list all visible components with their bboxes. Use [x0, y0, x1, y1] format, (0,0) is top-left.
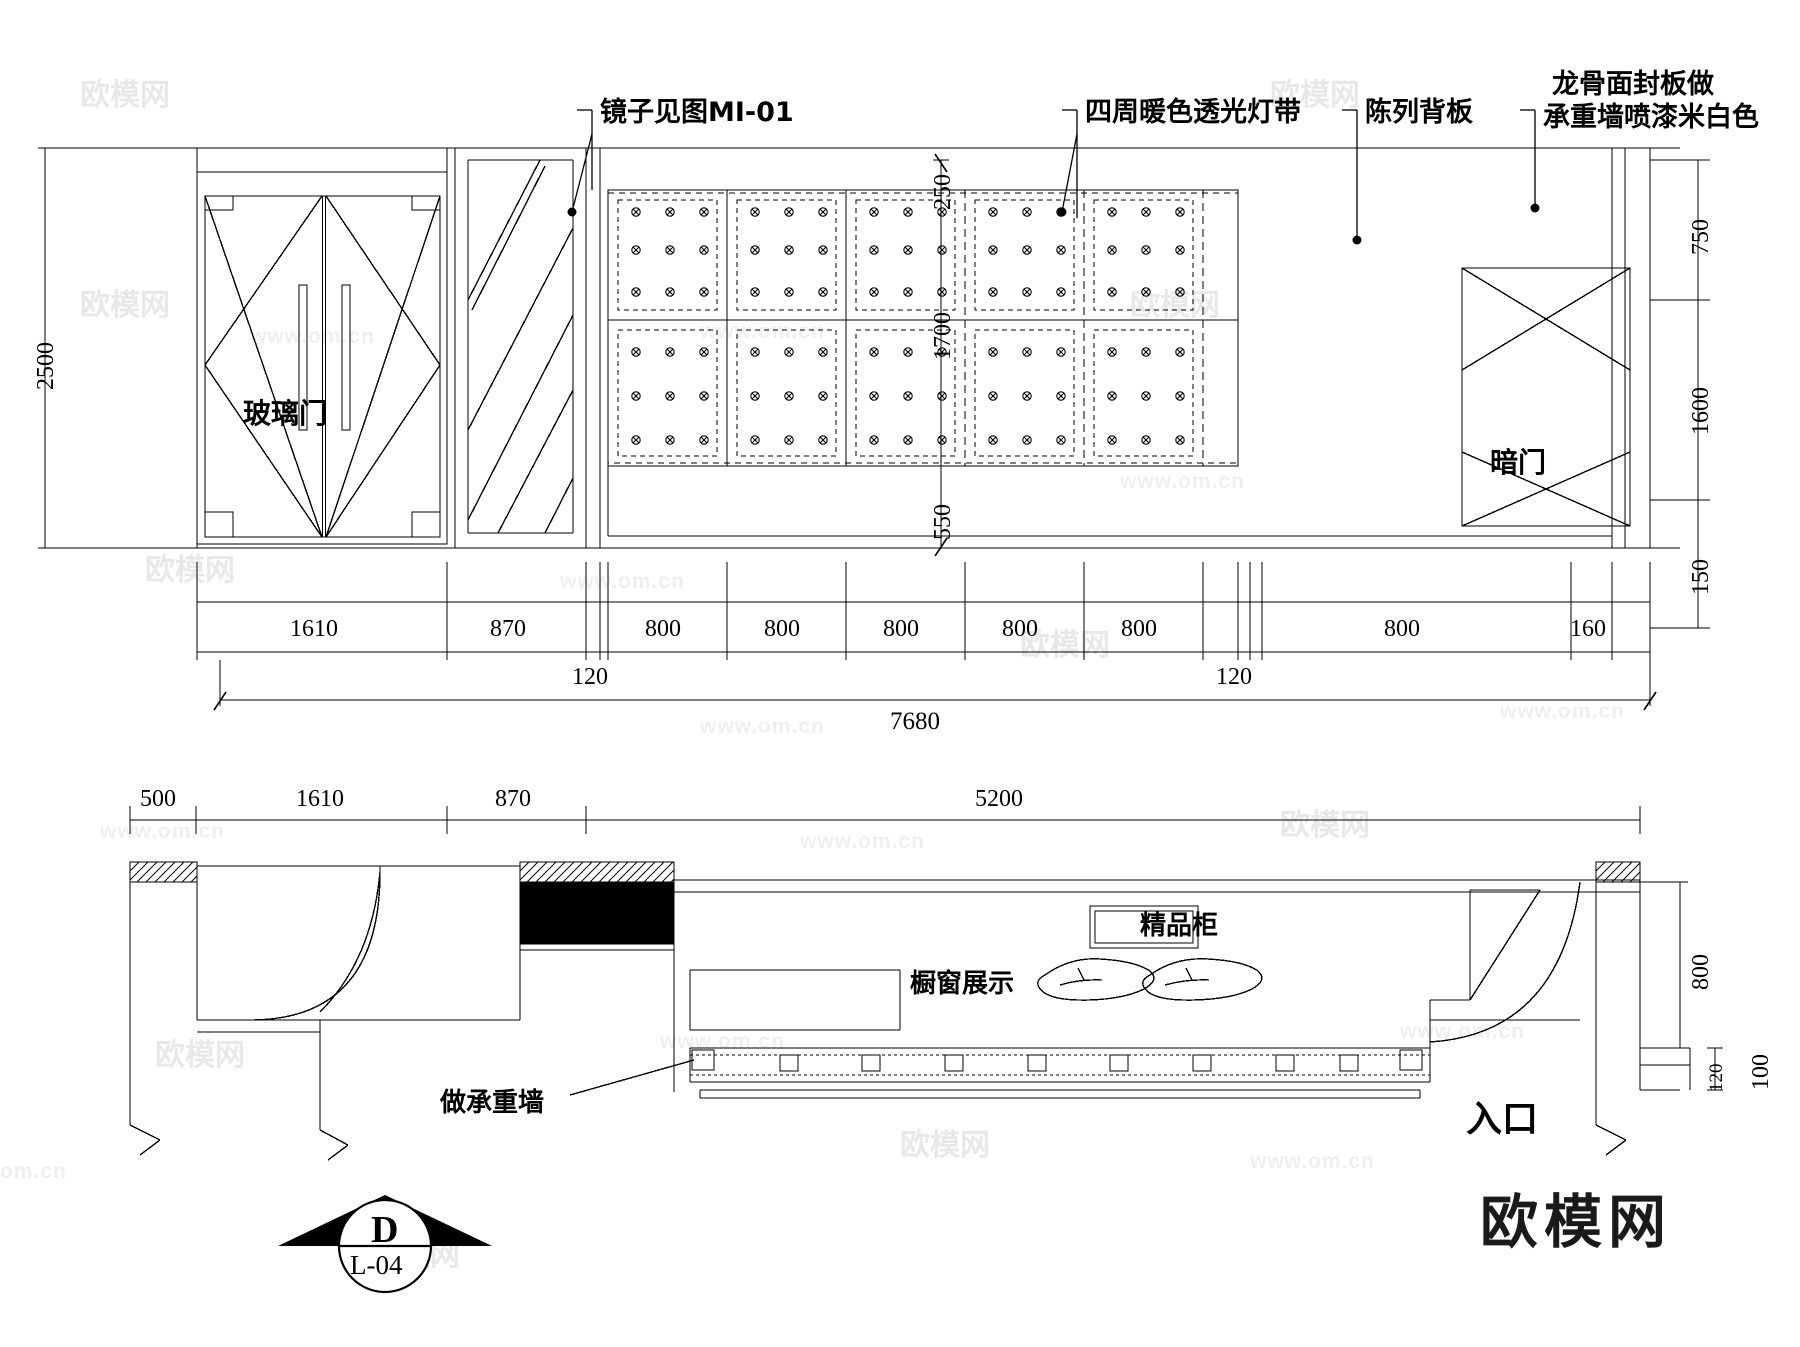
label-window-display: 橱窗展示: [910, 969, 1015, 999]
dim-chain-7: 800: [1121, 616, 1157, 642]
dim-elev-250: 250: [930, 174, 956, 210]
detail-tag-sheet: L-04: [350, 1250, 403, 1280]
dim-120-right: 120: [1216, 664, 1252, 690]
callout-light-strip: 四周暖色透光灯带: [1085, 97, 1301, 128]
detail-tag-graphic: [278, 1195, 492, 1294]
label-hidden-door: 暗门: [1490, 446, 1547, 479]
dim-overall-7680: 7680: [890, 708, 940, 735]
plan-dim-120: 120: [1706, 1063, 1727, 1093]
dim-chain-9: 160: [1570, 616, 1606, 642]
dim-chain-8: 800: [1384, 616, 1420, 642]
dim-elev-150: 150: [1688, 559, 1714, 595]
dim-elev-1700: 1700: [930, 312, 956, 360]
dim-chain-6: 800: [1002, 616, 1038, 642]
plan-dim-800: 800: [1688, 954, 1714, 990]
callout-keel-panel-line2: 承重墙喷漆米白色: [1543, 102, 1759, 133]
callout-display-back: 陈列背板: [1365, 97, 1473, 128]
dim-elev-1600: 1600: [1688, 387, 1714, 435]
label-boutique-cabinet: 精品柜: [1140, 911, 1219, 941]
plan-dim-5200: 5200: [975, 786, 1023, 812]
dim-chain-2: 870: [490, 616, 526, 642]
dim-chain-1: 1610: [290, 616, 338, 642]
dim-chain-3: 800: [645, 616, 681, 642]
plan-dim-100: 100: [1748, 1054, 1774, 1090]
detail-tag-letter: D: [371, 1209, 399, 1251]
watermark-logo: 欧模网: [1480, 1188, 1673, 1256]
dim-elev-550: 550: [930, 504, 956, 540]
label-entrance: 入口: [1466, 1099, 1539, 1140]
dim-elev-750: 750: [1688, 219, 1714, 255]
display-fixing-points: [631, 207, 1185, 445]
plan-dim-870: 870: [495, 786, 531, 812]
callout-keel-panel-line1: 龙骨面封板做: [1552, 69, 1714, 100]
dim-elev-2500: 2500: [33, 342, 59, 390]
plan-dim-500: 500: [140, 786, 176, 812]
label-glass-door: 玻璃门: [243, 397, 328, 430]
dim-120-left: 120: [572, 664, 608, 690]
plan-dim-1610: 1610: [296, 786, 344, 812]
dim-chain-4: 800: [764, 616, 800, 642]
dim-chain-5: 800: [883, 616, 919, 642]
callout-mirror: 镜子见图MI-01: [600, 97, 794, 128]
label-bearing-wall: 做承重墙: [440, 1088, 545, 1118]
